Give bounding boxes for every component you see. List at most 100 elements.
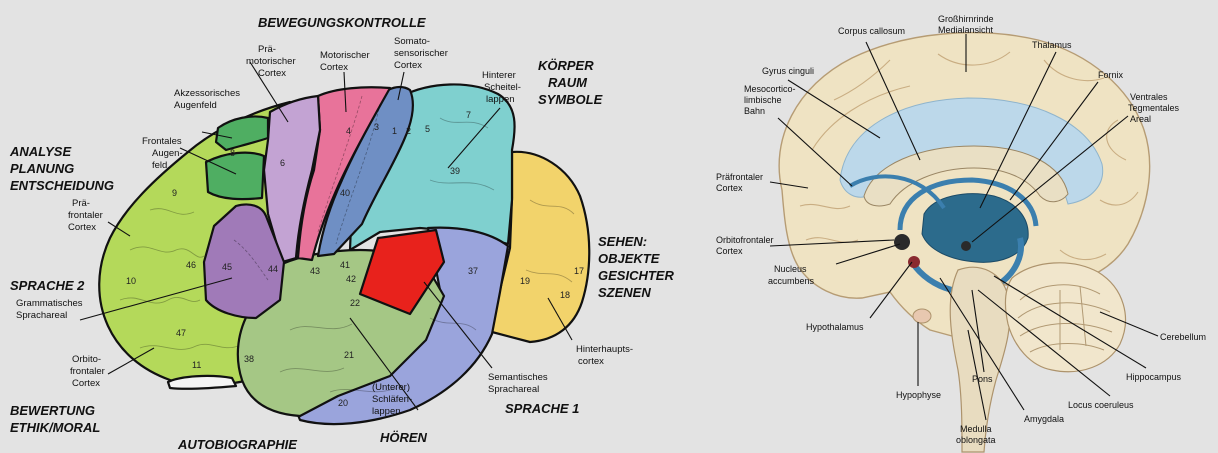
function-analysis: ANALYSE	[9, 144, 71, 159]
label-fornix: Fornix	[1098, 70, 1124, 80]
function-body: KÖRPER	[538, 58, 594, 73]
area-number: 45	[222, 262, 232, 272]
label-premotor: Cortex	[258, 68, 286, 79]
area-number: 17	[574, 266, 584, 276]
function-planning: PLANUNG	[10, 161, 74, 176]
area-number: 44	[268, 264, 278, 274]
label-nucleus-accumbens: accumbens	[768, 276, 815, 286]
label-thalamus: Thalamus	[1032, 40, 1072, 50]
function-hearing: HÖREN	[380, 430, 428, 445]
area-number: 9	[172, 188, 177, 198]
area-number: 43	[310, 266, 320, 276]
function-language-2: SPRACHE 2	[10, 278, 85, 293]
label-mesocorticolimbic: Mesocortico-	[744, 84, 796, 94]
area-number: 42	[346, 274, 356, 284]
label-prefrontal: Cortex	[68, 222, 96, 233]
area-number: 10	[126, 276, 136, 286]
area-number: 19	[520, 276, 530, 286]
label-occipital: cortex	[578, 356, 604, 367]
label-frontal-eye-field: feld	[152, 160, 167, 171]
label-mesocorticolimbic: Bahn	[744, 106, 765, 116]
area-number: 41	[340, 260, 350, 270]
label-amygdala: Amygdala	[1024, 414, 1064, 424]
label-mesocorticolimbic: limbische	[744, 95, 782, 105]
label-premotor: Prä-	[258, 44, 276, 55]
function-vision: SEHEN:	[598, 234, 647, 249]
label-accessory-eye-field: Augenfeld	[174, 100, 217, 111]
function-space: RAUM	[548, 75, 588, 90]
label-orbitofrontal: frontaler	[70, 366, 105, 377]
label-cerebellum: Cerebellum	[1160, 332, 1206, 342]
area-number: 11	[192, 360, 201, 370]
label-nucleus-accumbens: Nucleus	[774, 264, 807, 274]
area-number: 2	[406, 126, 411, 136]
function-evaluation: BEWERTUNG	[10, 403, 95, 418]
label-motor: Motorischer	[320, 50, 370, 61]
label-prefrontal: Prä-	[72, 198, 90, 209]
region-base	[168, 376, 236, 389]
area-number: 1	[392, 126, 397, 136]
label-temporal: lappen	[372, 406, 401, 417]
label-hypophyse: Hypophyse	[896, 390, 941, 400]
area-number: 7	[466, 110, 471, 120]
label-frontal-eye-field: Augen-	[152, 148, 183, 159]
area-number: 40	[340, 188, 350, 198]
label-temporal: (Unterer)	[372, 382, 410, 393]
label-temporal: Schläfen-	[372, 394, 412, 405]
area-number: 18	[560, 290, 570, 300]
area-number: 37	[468, 266, 478, 276]
label-semantic: Sprachareal	[488, 384, 539, 395]
area-number: 47	[176, 328, 186, 338]
label-orbitofrontal: Cortex	[72, 378, 100, 389]
area-number: 4	[346, 126, 351, 136]
area-number: 39	[450, 166, 460, 176]
label-medulla: oblongata	[956, 435, 996, 445]
label-orbitofrontal-medial: Cortex	[716, 246, 743, 256]
area-number: 46	[186, 260, 196, 270]
area-number: 8	[230, 148, 235, 158]
area-number: 20	[338, 398, 348, 408]
vta-marker	[961, 241, 971, 251]
function-scenes: SZENEN	[598, 285, 651, 300]
cerebellum	[1005, 263, 1125, 372]
label-occipital: Hinterhaupts-	[576, 344, 633, 355]
function-autobiography: AUTOBIOGRAPHIE	[177, 437, 297, 452]
label-somatosensory: Cortex	[394, 60, 422, 71]
red-nucleus-marker	[908, 256, 920, 268]
label-semantic: Semantisches	[488, 372, 548, 383]
label-hippocampus: Hippocampus	[1126, 372, 1182, 382]
label-prefrontal-medial: Cortex	[716, 183, 743, 193]
label-gyrus-cinguli: Gyrus cinguli	[762, 66, 814, 76]
label-pons: Pons	[972, 374, 993, 384]
pituitary	[913, 309, 931, 323]
label-parietal: lappen	[486, 94, 515, 105]
function-language-1: SPRACHE 1	[505, 401, 579, 416]
label-vta: Areal	[1130, 114, 1151, 124]
label-parietal: Scheitel-	[484, 82, 521, 93]
function-ethics: ETHIK/MORAL	[10, 420, 100, 435]
function-movement: BEWEGUNGSKONTROLLE	[258, 15, 426, 30]
function-faces: GESICHTER	[598, 268, 674, 283]
medial-brain-section: Corpus callosum Großhirnrinde Medialansi…	[716, 14, 1206, 452]
area-number: 6	[280, 158, 285, 168]
label-parietal: Hinterer	[482, 70, 516, 81]
lateral-brain-map: 4 3 1 2 5 7 6 8 9 40 39 46 45 44 43 41 4…	[9, 15, 674, 452]
label-prefrontal-medial: Präfrontaler	[716, 172, 763, 182]
label-motor: Cortex	[320, 62, 348, 73]
label-cerebral-cortex: Großhirnrinde	[938, 14, 994, 24]
label-medulla: Medulla	[960, 424, 992, 434]
label-orbitofrontal-medial: Orbitofrontaler	[716, 235, 774, 245]
label-frontal-eye-field: Frontales	[142, 136, 182, 147]
nucleus-accumbens-marker	[894, 234, 910, 250]
label-somatosensory: sensorischer	[394, 48, 448, 59]
area-number: 22	[350, 298, 360, 308]
area-number: 5	[425, 124, 430, 134]
label-orbitofrontal: Orbito-	[72, 354, 101, 365]
label-vta: Ventrales	[1130, 92, 1168, 102]
area-number: 21	[344, 350, 354, 360]
label-locus-coeruleus: Locus coeruleus	[1068, 400, 1134, 410]
label-grammar: Sprachareal	[16, 310, 67, 321]
label-corpus-callosum: Corpus callosum	[838, 26, 905, 36]
